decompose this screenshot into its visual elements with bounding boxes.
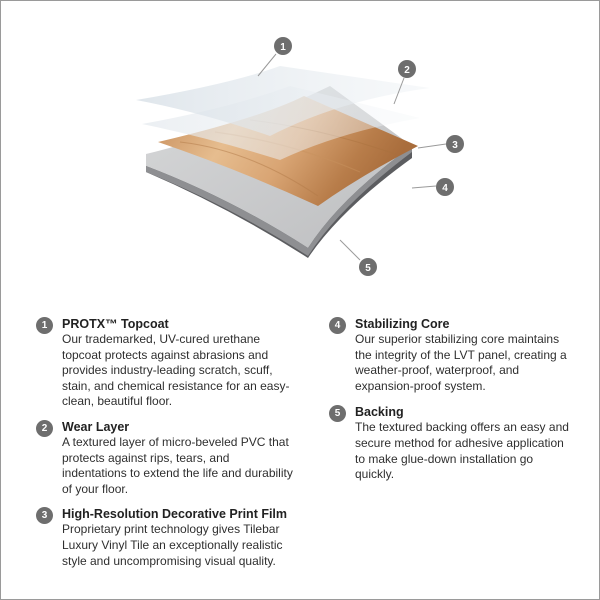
legend-badge-3: 3	[36, 507, 53, 525]
legend-badge-1: 1	[36, 317, 53, 334]
legend-desc-backing: The textured backing offers an easy and …	[355, 420, 569, 482]
topcoat-layer	[136, 66, 430, 136]
callout-badge-3: 3	[446, 135, 464, 153]
legend-badge-5: 5	[329, 405, 346, 423]
svg-text:5: 5	[365, 263, 371, 274]
legend-item-print-film: 3 High-Resolution Decorative Print Film …	[36, 506, 296, 569]
leader-line-2	[393, 77, 405, 105]
legend-desc-core: Our superior stabilizing core maintains …	[355, 332, 567, 393]
legend-desc-print-film: Proprietary print technology gives Tileb…	[62, 522, 283, 568]
callout-badge-1: 1	[274, 37, 292, 55]
core-edge	[146, 146, 412, 256]
legend-desc-topcoat: Our trademarked, UV-cured urethane topco…	[62, 332, 290, 409]
legend-badge-2: 2	[36, 419, 53, 437]
legend-title-core: Stabilizing Core	[355, 317, 450, 331]
svg-text:3: 3	[452, 140, 458, 151]
leader-line-5	[339, 239, 361, 261]
leader-line-4	[411, 185, 437, 189]
callout-badge-5: 5	[359, 258, 377, 276]
svg-text:2: 2	[404, 65, 410, 76]
wood-grain-1	[179, 141, 319, 197]
legend-desc-wear-layer: A textured layer of micro-beveled PVC th…	[62, 434, 293, 496]
svg-text:1: 1	[280, 42, 286, 53]
legend-item-core: 4 Stabilizing Core Our superior stabiliz…	[329, 316, 574, 394]
legend-right-column: 4 Stabilizing Core Our superior stabiliz…	[329, 316, 574, 483]
leader-line-1	[257, 53, 277, 77]
callout-badge-2: 2	[398, 60, 416, 78]
svg-text:4: 4	[442, 183, 448, 194]
legend-title-backing: Backing	[355, 405, 404, 420]
legend-badge-4: 4	[329, 317, 346, 334]
legend-title-wear-layer: Wear Layer	[62, 419, 130, 434]
layer-diagram: 1 2 3 4 5	[136, 37, 464, 276]
legend-item-wear-layer: 2 Wear Layer A textured layer of micro-b…	[36, 419, 296, 497]
legend-title-topcoat: PROTX™ Topcoat	[62, 317, 169, 331]
legend-item-backing: 5 Backing The textured backing offers an…	[329, 404, 574, 482]
leader-line-3	[417, 143, 447, 149]
legend-item-topcoat: 1 PROTX™ Topcoat Our trademarked, UV-cur…	[36, 316, 296, 410]
legend-title-print-film: High-Resolution Decorative Print Film	[62, 507, 288, 522]
legend-left-column: 1 PROTX™ Topcoat Our trademarked, UV-cur…	[36, 316, 296, 569]
callout-badge-4: 4	[436, 178, 454, 196]
